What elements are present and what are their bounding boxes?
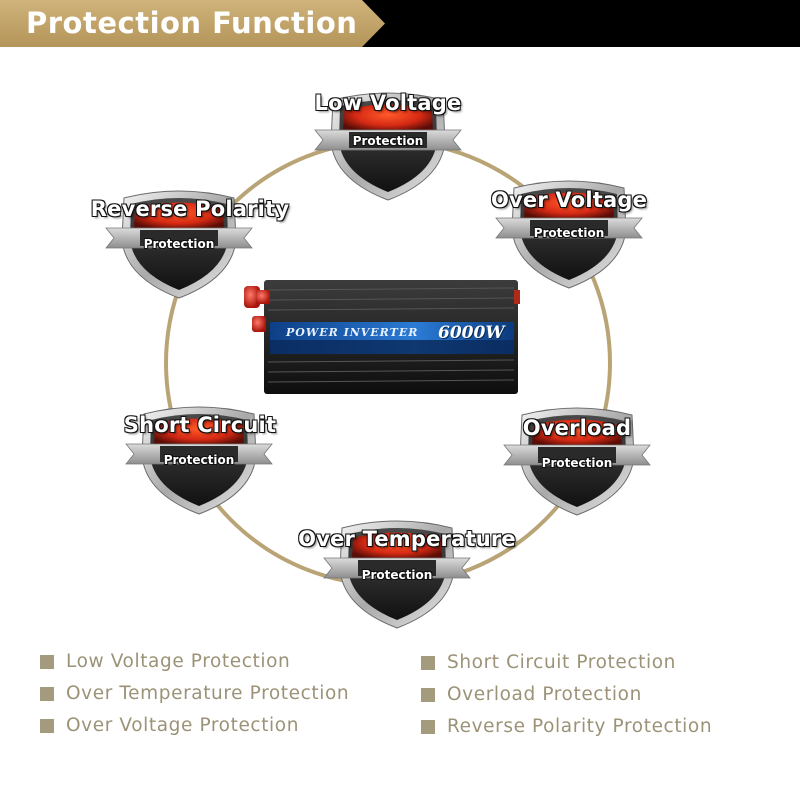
shield-title-low-voltage: Low Voltage (314, 90, 462, 115)
header-tab-shape (0, 0, 385, 47)
legend-text: Short Circuit Protection (447, 652, 676, 673)
inverter-wattage-label: 6000W (438, 323, 505, 343)
legend-square-icon (40, 654, 54, 669)
header-banner: Protection Function (0, 0, 800, 47)
power-inverter-image: POWER INVERTER 6000W (240, 278, 525, 396)
shield-subtitle-over-voltage: Protection (533, 226, 605, 240)
legend-square-icon (421, 687, 435, 702)
legend-item: Short Circuit Protection (421, 652, 676, 673)
shield-title-reverse-polarity: Reverse Polarity (90, 196, 290, 221)
legend-text: Over Temperature Protection (66, 683, 350, 704)
legend-item: Over Temperature Protection (40, 683, 349, 704)
shield-title-over-temperature: Over Temperature (297, 526, 516, 551)
shield-title-overload: Overload (522, 415, 632, 440)
legend-square-icon (421, 719, 435, 734)
legend-item: Over Voltage Protection (40, 715, 299, 736)
inverter-body (244, 280, 520, 394)
legend-square-icon (421, 655, 435, 670)
legend-text: Reverse Polarity Protection (447, 716, 713, 737)
shield-subtitle-over-temperature: Protection (361, 568, 433, 582)
shield-title-over-voltage: Over Voltage (490, 187, 648, 212)
legend-square-icon (40, 686, 54, 701)
shield-title-short-circuit: Short Circuit (123, 412, 277, 437)
legend-text: Over Voltage Protection (66, 715, 300, 736)
legend-square-icon (40, 718, 54, 733)
shield-subtitle-low-voltage: Protection (352, 134, 424, 148)
legend-item: Overload Protection (421, 684, 642, 705)
legend-item: Reverse Polarity Protection (421, 716, 712, 737)
legend-item: Low Voltage Protection (40, 651, 290, 672)
legend-text: Low Voltage Protection (66, 651, 291, 672)
shield-subtitle-overload: Protection (541, 456, 613, 470)
page-title: Protection Function (26, 6, 358, 40)
shield-subtitle-short-circuit: Protection (163, 453, 235, 467)
inverter-brand-label: POWER INVERTER (286, 326, 419, 339)
legend-text: Overload Protection (447, 684, 642, 705)
shield-subtitle-reverse-polarity: Protection (143, 237, 215, 251)
